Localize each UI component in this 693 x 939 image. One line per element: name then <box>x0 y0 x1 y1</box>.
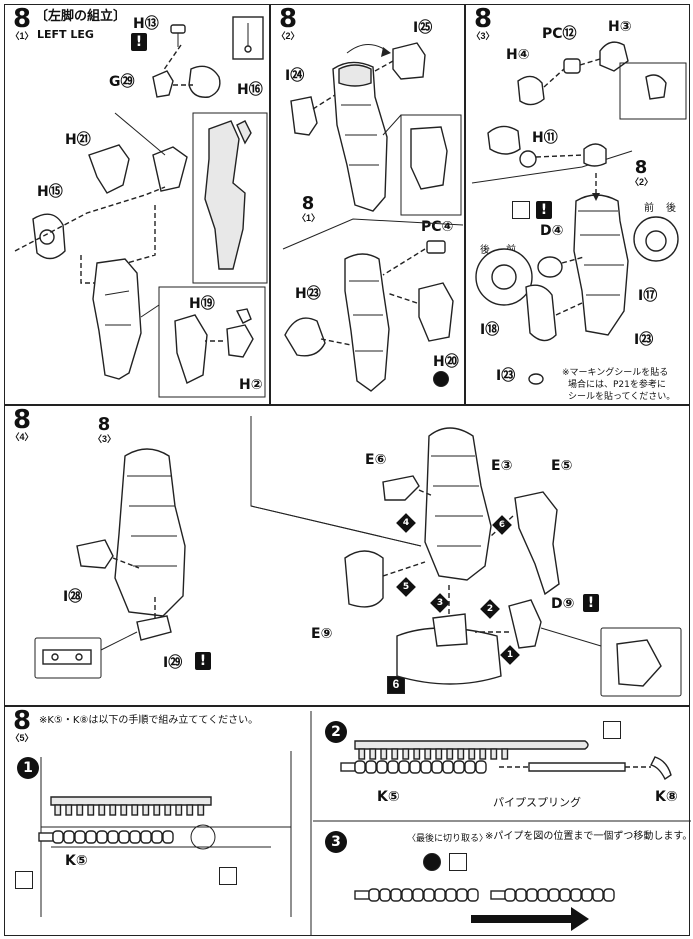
cut-last-label: 〈最後に切り取る〉 <box>407 834 489 844</box>
step-number: 8 〈3〉 <box>469 4 497 41</box>
part-label-d4: D④ <box>540 223 564 239</box>
move-note: ※パイプを図の位置まで一個ずつ移動します。 <box>485 831 693 842</box>
step-8-5-drawing <box>38 711 691 935</box>
caution-icon-2: ! <box>583 594 599 612</box>
part-label-i25: I㉕ <box>413 20 433 36</box>
part-label-h4: H④ <box>506 47 530 63</box>
step-number: 8 〈4〉 <box>8 405 36 442</box>
nipper-icon-2 <box>219 867 237 885</box>
part-label-h2: H② <box>239 377 263 393</box>
step-8-1-panel: 8 〈1〉 〔左脚の組立〕 LEFT LEG H⑬ ! G㉙ H⑯ H㉑ H⑮ … <box>4 4 270 405</box>
part-label-h15: H⑮ <box>37 184 63 200</box>
step-number-text: 8 <box>12 405 32 435</box>
part-label-i23a: I㉓ <box>634 332 654 348</box>
marking-seal-note-3: シールを貼ってください。 <box>568 392 676 402</box>
sub-step-1-marker: 1 <box>17 757 39 779</box>
base-part-number-text: 6 <box>392 677 400 691</box>
step-number-text: 8 <box>278 4 298 34</box>
step-sub-number: 〈2〉 <box>276 31 300 41</box>
step-number-text: 8 <box>12 706 32 736</box>
part-label-h3: H③ <box>608 19 632 35</box>
part-label-e6: E⑥ <box>365 452 387 468</box>
part-label-i23b: I㉓ <box>496 368 516 384</box>
step-number-text: 8 <box>473 4 493 34</box>
part-label-k5-a: K⑤ <box>65 853 88 869</box>
reference-step: 8 〈2〉 <box>630 157 654 188</box>
step-sub-number: 〈4〉 <box>10 432 34 442</box>
step-number: 8 〈1〉 <box>8 4 36 41</box>
reference-step-number: 8 <box>97 414 111 435</box>
reference-step-sub: 〈3〉 <box>93 434 117 444</box>
base-part-number: 6 <box>387 676 405 694</box>
reference-step-number: 8 <box>634 157 648 178</box>
part-label-i29: I㉙ <box>163 655 183 671</box>
caution-icon: ! <box>131 33 147 51</box>
step-title-jp: 〔左脚の組立〕 <box>35 9 127 24</box>
label-back: 後 <box>666 203 676 214</box>
step-number: 8 〈2〉 <box>274 4 302 41</box>
part-label-i17: I⑰ <box>638 288 658 304</box>
step-number-text: 8 <box>12 4 32 34</box>
part-label-h19: H⑲ <box>189 296 215 312</box>
part-label-h16: H⑯ <box>237 82 263 98</box>
step-8-2-drawing <box>282 42 464 392</box>
step-8-5-panel: 8 〈5〉 ※K⑤・K⑧は以下の手順で組み立ててください。 1 2 3 K⑤ K… <box>4 706 693 936</box>
sub-step-3-text: 3 <box>331 834 341 850</box>
part-label-pc12: PC⑫ <box>542 26 577 42</box>
sub-step-3-marker: 3 <box>325 831 347 853</box>
part-label-e9: E⑨ <box>311 626 333 642</box>
part-label-h23: H㉓ <box>295 286 321 302</box>
part-label-e5: E⑤ <box>551 458 573 474</box>
step-8-4-drawing <box>34 416 682 697</box>
step-8-3-drawing <box>471 41 687 385</box>
step-sub-number: 〈1〉 <box>10 31 34 41</box>
marking-seal-note-2: 場合には、P21を参考に <box>568 380 666 390</box>
reference-step: 8 〈3〉 <box>93 414 117 445</box>
sub-step-2-text: 2 <box>331 724 341 740</box>
part-label-g29: G㉙ <box>109 74 135 90</box>
part-label-h21: H㉑ <box>65 132 91 148</box>
part-label-k5-b: K⑤ <box>377 789 400 805</box>
part-label-h11: H⑪ <box>532 130 558 146</box>
part-label-d9: D⑨ <box>551 596 575 612</box>
step-sub-number: 〈3〉 <box>471 31 495 41</box>
step-sub-number: 〈5〉 <box>10 733 34 743</box>
alignment-icon <box>512 201 530 219</box>
nipper-icon-4 <box>449 853 467 871</box>
pipe-spring-label: パイプスプリング <box>493 796 581 809</box>
step-8-2-panel: 8 〈2〉 I㉕ I㉔ 8 〈1〉 PC④ H㉓ H⑳ <box>270 4 465 405</box>
part-label-k8: K⑧ <box>655 789 678 805</box>
sub-step-1-text: 1 <box>23 760 33 776</box>
sub-step-2-marker: 2 <box>325 721 347 743</box>
caution-icon: ! <box>536 201 552 219</box>
label-back-2: 後 <box>480 245 490 256</box>
reference-step-sub: 〈2〉 <box>630 177 654 187</box>
caution-icon: ! <box>195 652 211 670</box>
step-8-3-panel: 8 〈3〉 PC⑫ H③ H④ H⑪ 8 〈2〉 ! D④ 前 後 後 前 I⑰… <box>465 4 690 405</box>
label-front: 前 <box>644 203 654 214</box>
marking-seal-note-1: ※マーキングシールを貼る <box>562 368 669 378</box>
nipper-icon-1 <box>15 871 33 889</box>
step-title-en: LEFT LEG <box>37 28 94 41</box>
part-label-i24: I㉔ <box>285 68 305 84</box>
step-note: ※K⑤・K⑧は以下の手順で組み立ててください。 <box>39 715 259 726</box>
nipper-icon-3 <box>603 721 621 739</box>
part-label-e3: E③ <box>491 458 513 474</box>
step-8-4-panel: 8 〈4〉 8 〈3〉 I㉘ I㉙ ! E⑥ E③ E⑤ E⑨ D⑨ ! 6 1… <box>4 405 690 706</box>
part-label-h13: H⑬ <box>133 16 159 32</box>
part-label-i18: I⑱ <box>480 322 500 338</box>
reference-step: 8 〈1〉 <box>297 193 321 224</box>
part-label-h20: H⑳ <box>433 354 459 370</box>
cut-gate-icon <box>423 853 441 871</box>
cut-gate-icon <box>433 371 449 387</box>
reference-step-sub: 〈1〉 <box>297 213 321 223</box>
part-label-i28: I㉘ <box>63 589 83 605</box>
reference-step-number: 8 <box>301 193 315 214</box>
step-number: 8 〈5〉 <box>8 706 36 743</box>
step-8-1-drawing <box>14 16 268 398</box>
